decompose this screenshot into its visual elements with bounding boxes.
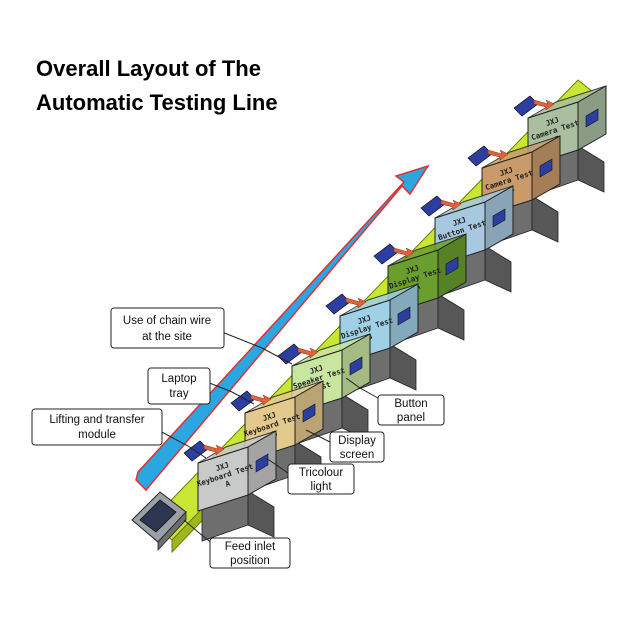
station-label-line: JXJ: [214, 460, 230, 473]
laptop-tray: [420, 195, 446, 217]
callout-button-panel-line1: Button: [394, 398, 427, 410]
station-label-line: JXJ: [544, 115, 560, 128]
transfer-arrow: [250, 394, 272, 406]
laptop-tray: [230, 390, 256, 412]
laptop-tray: [325, 293, 351, 315]
callout-laptop-tray-line1: Laptop: [161, 373, 196, 385]
station-base-side: [437, 293, 465, 341]
callout-tricolour-light: Tricolour light: [287, 463, 355, 495]
display-screen: [255, 453, 269, 473]
callout-button-panel-line2: panel: [397, 412, 425, 424]
callout-display-screen: Display screen: [329, 431, 385, 463]
station-base-side: [389, 343, 417, 391]
station-label-line: A: [224, 479, 232, 489]
callout-button-panel: Button panel: [377, 394, 445, 426]
callout-chain-wire: Use of chain wire at the site: [110, 307, 225, 349]
callout-chain-wire-line1: Use of chain wire: [123, 315, 211, 327]
station-label-line: JXJ: [356, 313, 372, 326]
station-base-side: [247, 490, 275, 538]
station-base-side: [531, 195, 559, 243]
transfer-arrow: [297, 347, 319, 359]
laptop-tray: [373, 243, 399, 265]
title-line-2: Automatic Testing Line: [36, 90, 278, 115]
station-label-line: JXJ: [451, 215, 467, 228]
display-screen: [539, 158, 553, 178]
transfer-arrow: [203, 444, 225, 456]
callout-feed-inlet: Feed inlet position: [209, 537, 291, 569]
flow-direction-arrow: [135, 164, 430, 492]
transfer-arrow: [393, 247, 415, 259]
callout-display-screen-line1: Display: [338, 435, 376, 447]
callout-lifting-module: Lifting and transfer module: [31, 408, 163, 446]
callout-display-screen-line2: screen: [340, 449, 375, 461]
transfer-arrow: [440, 199, 462, 211]
display-screen: [349, 356, 363, 376]
laptop-tray: [467, 145, 493, 167]
display-screen: [492, 208, 506, 228]
transfer-arrow: [533, 99, 555, 111]
display-screen: [445, 256, 459, 276]
display-screen: [585, 108, 599, 128]
callout-lifting-module-line1: Lifting and transfer: [49, 414, 144, 426]
callout-feed-inlet-line1: Feed inlet: [225, 541, 276, 553]
callout-leaders: [157, 331, 379, 549]
station-label-line: JXJ: [261, 410, 277, 423]
station-label-line: JXJ: [308, 363, 324, 376]
transfer-arrow: [487, 149, 509, 161]
display-screen: [397, 306, 411, 326]
callout-laptop-tray-line2: tray: [169, 388, 188, 400]
transfer-arrow: [345, 297, 367, 309]
callout-lifting-module-line2: module: [78, 429, 116, 441]
station-base-side: [577, 145, 605, 193]
station-label-line: JXJ: [404, 263, 420, 276]
laptop-tray: [277, 343, 303, 365]
laptop-tray: [513, 95, 539, 117]
display-screen: [302, 403, 316, 423]
callout-feed-inlet-line2: position: [230, 555, 270, 567]
callout-chain-wire-line2: at the site: [142, 331, 192, 343]
feed-inlet-tray: [131, 491, 187, 552]
callout-tricolour-light-line1: Tricolour: [299, 467, 343, 479]
callout-laptop-tray: Laptop tray: [147, 367, 211, 405]
title-line-1: Overall Layout of The: [36, 56, 261, 81]
station-label-line: JXJ: [498, 165, 514, 178]
callout-tricolour-light-line2: light: [310, 481, 332, 493]
station-base-side: [484, 245, 512, 293]
